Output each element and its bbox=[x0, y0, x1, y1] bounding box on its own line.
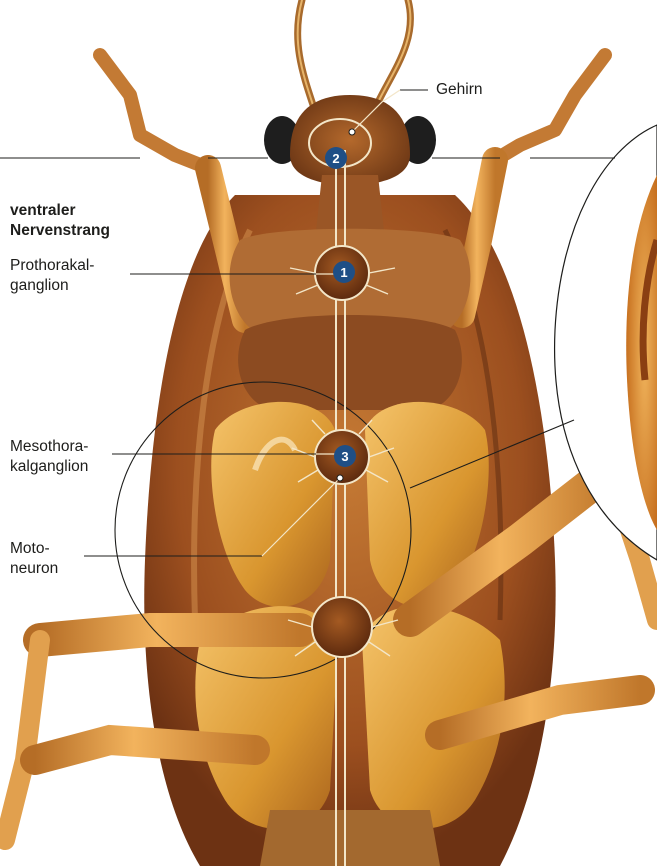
label-prothoracic-ganglion: Prothorakal- ganglion bbox=[10, 256, 94, 296]
label-motoneuron-line2: neuron bbox=[10, 559, 58, 579]
label-ventral-line2: Nervenstrang bbox=[10, 221, 110, 241]
label-ventral-nerve-cord: ventraler Nervenstrang bbox=[10, 201, 110, 241]
marker-badge-1: 1 bbox=[333, 261, 355, 283]
label-brain: Gehirn bbox=[436, 80, 483, 100]
label-mesothoracic-ganglion: Mesothora- kalganglion bbox=[10, 437, 88, 477]
label-mesothoracic-line2: kalganglion bbox=[10, 457, 88, 477]
label-motoneuron: Moto- neuron bbox=[10, 539, 58, 579]
label-mesothoracic-line1: Mesothora- bbox=[10, 437, 88, 457]
label-ventral-line1: ventraler bbox=[10, 201, 110, 221]
label-prothoracic-line1: Prothorakal- bbox=[10, 256, 94, 276]
marker-badge-2: 2 bbox=[325, 147, 347, 169]
label-motoneuron-line1: Moto- bbox=[10, 539, 58, 559]
label-prothoracic-line2: ganglion bbox=[10, 276, 94, 296]
marker-2-label: 2 bbox=[332, 151, 339, 166]
head bbox=[264, 95, 436, 185]
abdomen-segment bbox=[260, 810, 440, 866]
marker-1-label: 1 bbox=[340, 265, 347, 280]
marker-3-label: 3 bbox=[341, 449, 348, 464]
marker-badge-3: 3 bbox=[334, 445, 356, 467]
